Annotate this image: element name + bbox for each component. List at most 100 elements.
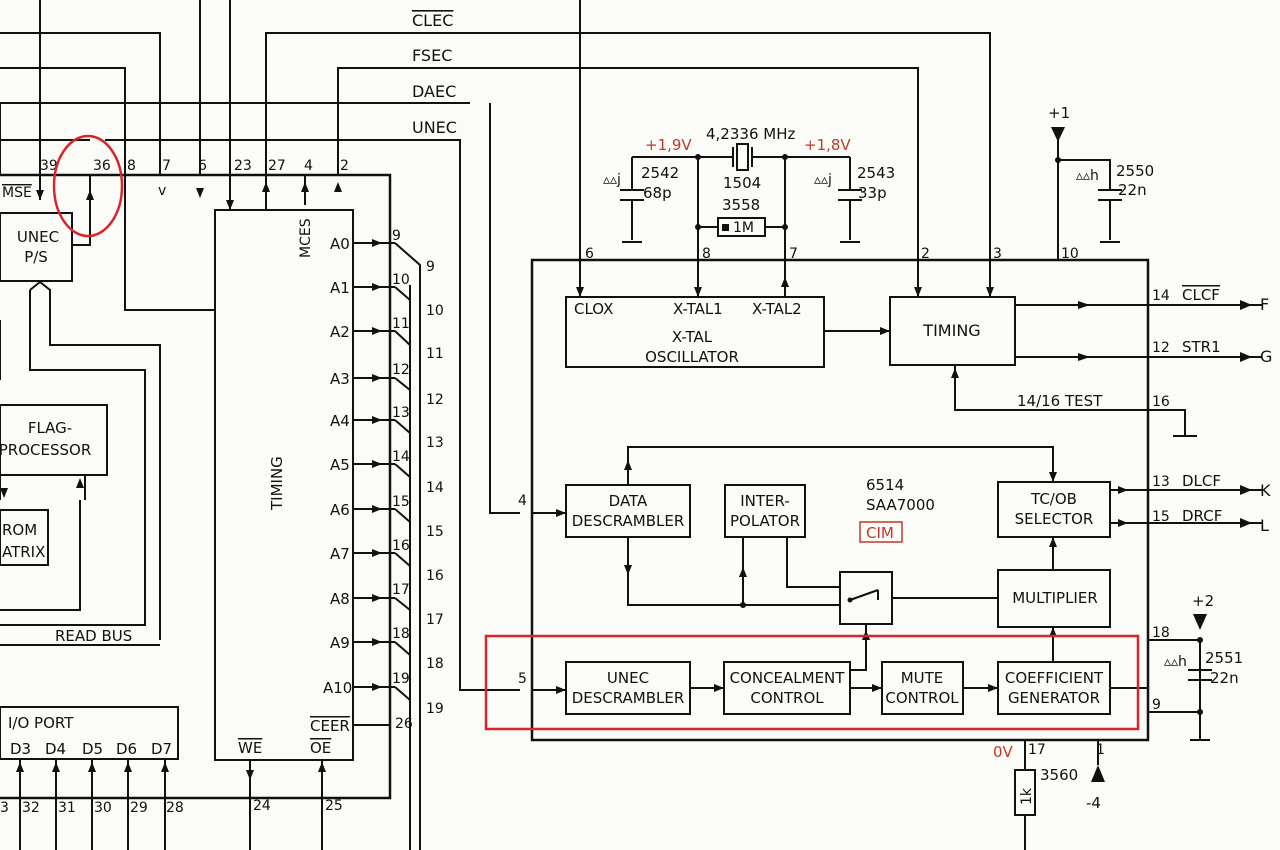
addr-pin-outer-11: 11 [426, 346, 444, 362]
pin-32: 32 [22, 800, 40, 816]
pin-28: 28 [166, 800, 184, 816]
addr-pin-inner-12: 12 [392, 362, 410, 378]
r3558-ref: 3558 [722, 196, 760, 214]
c2543-mark: ▵▵j [814, 172, 832, 188]
addr-pin-outer-17: 17 [426, 612, 444, 628]
arrow-icon [739, 567, 747, 577]
c2550-mark: ▵▵h [1076, 168, 1099, 184]
out-k: K [1260, 481, 1271, 500]
resistor-3558-mark [722, 224, 729, 231]
capacitor-2550-icon [1098, 189, 1122, 201]
clox-label: CLOX [574, 300, 613, 318]
addr-pin-inner-13: 13 [392, 405, 410, 421]
test-label: 14/16 TEST [1017, 392, 1103, 410]
arrow-icon [372, 505, 382, 513]
addr-a1: A1 [330, 279, 350, 297]
arrow-icon [576, 287, 584, 297]
arrow-icon [1078, 353, 1090, 361]
junction-dot [1197, 637, 1203, 643]
pin-39: 39 [40, 158, 58, 174]
interpolator-line2: POLATOR [730, 512, 800, 530]
data-pin-lines [19, 760, 166, 850]
ic-id-6514: 6514 [866, 476, 904, 494]
arrow-icon [1118, 486, 1128, 494]
signal-fsec: FSEC [412, 46, 452, 65]
oscillator-line1: X-TAL [672, 328, 713, 346]
arrow-icon [694, 287, 702, 297]
pin-27: 27 [268, 158, 286, 174]
crystal-section-wires [622, 156, 1120, 260]
capacitor-2543-icon [838, 189, 862, 201]
c2551-value: 22n [1210, 669, 1239, 687]
addr-pin-inner-19: 19 [392, 671, 410, 687]
pin-29: 29 [130, 800, 148, 816]
arrow-icon [36, 190, 44, 200]
rom-matrix-block [0, 509, 49, 566]
c2543-value: 33p [858, 184, 887, 202]
c2543-ref: 2543 [857, 164, 895, 182]
v-mark: v [158, 183, 166, 199]
top-bus-lines [0, 0, 991, 691]
arrow-icon [372, 416, 382, 424]
cim-label: CIM [866, 524, 894, 542]
c2542-mark: ▵▵j [603, 172, 621, 188]
supply-plus1: +1 [1048, 104, 1070, 122]
resistor-3558-icon [717, 217, 766, 237]
voltage-18: +1,8V [804, 136, 851, 154]
pin-8-main: 8 [702, 246, 711, 262]
arrow-icon [124, 762, 132, 772]
c2542-ref: 2542 [641, 164, 679, 182]
arrow-icon [372, 638, 382, 646]
concealment-line2: CONTROL [750, 689, 824, 707]
addr-a3: A3 [330, 370, 350, 388]
unec-ps-line2: P/S [24, 248, 48, 266]
junction-dot [695, 154, 701, 160]
unec-ps-block [0, 212, 73, 282]
junction-dot [782, 154, 788, 160]
d7-label: D7 [151, 740, 172, 758]
timing-block [889, 296, 1016, 366]
arrow-icon [226, 200, 234, 210]
str1-label: STR1 [1182, 338, 1221, 356]
rom-matrix-line2: ATRIX [2, 543, 45, 561]
arrow-icon [1240, 300, 1252, 310]
concealment-control-block [723, 661, 851, 715]
addr-a0: A0 [330, 235, 350, 253]
arrow-icon [301, 182, 309, 192]
arrow-icon [318, 762, 326, 772]
dlcf-label: DLCF [1182, 472, 1221, 490]
drcf-label: DRCF [1182, 507, 1222, 525]
addr-pin-inner-9: 9 [392, 228, 401, 244]
mces-label: MCES [298, 218, 314, 258]
unec-descrambler-line1: UNEC [607, 669, 649, 687]
d4-label: D4 [45, 740, 66, 758]
io-port-block [0, 706, 179, 760]
arrow-icon [1049, 472, 1057, 482]
xtal2-label: X-TAL2 [752, 300, 802, 318]
arrow-icon [986, 287, 994, 297]
multiplier-block [997, 569, 1111, 628]
pin-2-main: 2 [921, 246, 930, 262]
xtal-ref: 1504 [723, 174, 761, 192]
arrow-icon [372, 683, 382, 691]
pin-36: 36 [93, 158, 111, 174]
unec-descrambler-block [565, 661, 691, 715]
pin-12-main: 12 [1152, 340, 1170, 356]
arrow-icon [872, 684, 882, 692]
arrow-icon [1078, 301, 1090, 309]
d5-label: D5 [82, 740, 103, 758]
pin-18-main: 18 [1152, 625, 1170, 641]
interpolator-block [724, 484, 806, 538]
xtal1-label: X-TAL1 [673, 300, 723, 318]
pin-26: 26 [395, 716, 413, 732]
arrow-icon [624, 460, 632, 470]
capacitor-2542-icon [620, 189, 644, 201]
coefficient-line1: COEFFICIENT [1005, 669, 1104, 687]
pin-31: 31 [58, 800, 76, 816]
mse-label: MSE [2, 185, 32, 201]
arrow-icon [372, 594, 382, 602]
mute-control-block [881, 661, 964, 715]
pin-6: 6 [198, 158, 207, 174]
pin-3-bottom: 3 [0, 800, 9, 816]
c2550-value: 22n [1118, 181, 1147, 199]
